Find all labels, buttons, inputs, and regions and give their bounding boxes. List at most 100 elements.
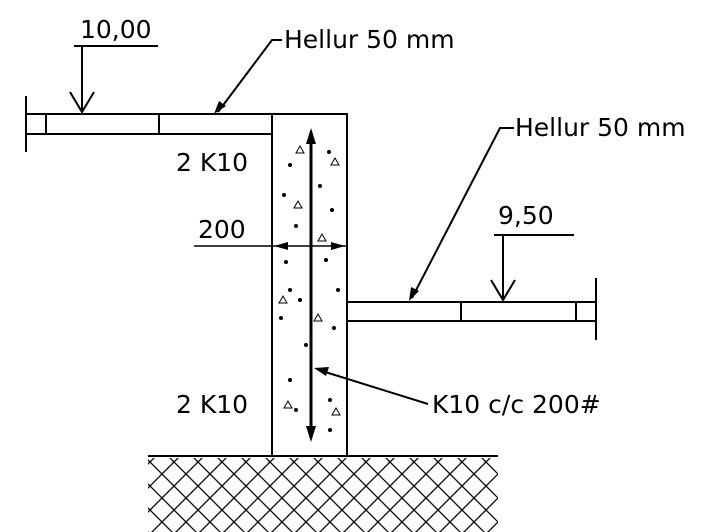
- hatch-line: [28, 456, 108, 532]
- upper-slab-label: Hellur 50 mm: [284, 25, 455, 54]
- stirrups-label: K10 c/c 200#: [432, 390, 601, 419]
- hatch-line: [361, 458, 437, 532]
- lower-level-arrowhead: [490, 279, 516, 302]
- ground-hatch: [0, 455, 656, 532]
- hatch-line: [319, 458, 395, 532]
- hatch-line: [148, 458, 179, 489]
- hatch-line: [169, 458, 245, 532]
- hatch-line: [148, 458, 203, 513]
- aggregate-stone: [317, 232, 327, 242]
- hatch-line: [385, 458, 461, 532]
- upper-slab: [25, 96, 272, 152]
- rebar-bottom-arrow: [306, 426, 316, 442]
- hatch-line: [391, 458, 467, 532]
- aggregate-dot: [288, 378, 292, 382]
- lower-slab-leader-arrow: [409, 287, 419, 301]
- hatch-line: [48, 456, 128, 532]
- hatch-line: [148, 531, 149, 532]
- aggregate-dot: [279, 316, 283, 320]
- aggregate-dot: [288, 163, 292, 167]
- hatch-line: [487, 521, 498, 532]
- upper-level-label: 10,00: [80, 15, 152, 44]
- aggregate-dot: [330, 208, 334, 212]
- hatch-line: [433, 458, 498, 523]
- hatch-line: [528, 456, 608, 532]
- aggregate-stone: [330, 156, 340, 166]
- aggregate-stone: [295, 144, 305, 154]
- aggregate-dot: [332, 326, 336, 330]
- aggregate-dot: [298, 298, 302, 302]
- hatch-line: [265, 458, 341, 532]
- hatch-line: [148, 459, 221, 532]
- hatch-line: [148, 507, 173, 532]
- aggregate-dot: [318, 184, 322, 188]
- soil-hatch-pattern: [0, 456, 656, 532]
- hatch-line: [552, 456, 632, 532]
- hatch-line: [148, 458, 155, 465]
- aggregate-dot: [328, 398, 332, 402]
- hatch-line: [313, 458, 389, 532]
- upper-slab-callout: Hellur 50 mm: [214, 25, 455, 114]
- rebar-top-arrow: [306, 128, 316, 144]
- aggregate-dot: [327, 150, 331, 154]
- aggregate-stone: [283, 399, 293, 409]
- hatch-line: [223, 458, 299, 532]
- hatch-line: [151, 458, 227, 532]
- aggregate-stone: [313, 312, 323, 322]
- aggregate-dot: [294, 408, 298, 412]
- upper-slab-leader-arrow: [214, 101, 226, 114]
- lower-level-marker: 9,50: [490, 201, 574, 302]
- wall-outline: [271, 113, 348, 456]
- aggregate-dot: [284, 260, 288, 264]
- hatch-line: [175, 458, 251, 532]
- aggregate-stone: [293, 199, 303, 209]
- concrete-speckles: [278, 144, 341, 432]
- hatch-line: [52, 456, 132, 532]
- hatch-line: [4, 456, 84, 532]
- hatch-line: [337, 458, 413, 532]
- hatch-line: [247, 458, 323, 532]
- lower-level-label: 9,50: [498, 201, 554, 230]
- hatch-line: [508, 456, 588, 532]
- aggregate-dot: [336, 288, 340, 292]
- stirrups-callout: K10 c/c 200#: [314, 367, 601, 419]
- hatch-line: [0, 456, 60, 532]
- hatch-line: [217, 458, 293, 532]
- concrete-wall: [271, 113, 348, 456]
- aggregate-dot: [304, 343, 308, 347]
- hatch-line: [148, 483, 197, 532]
- hatch-line: [576, 456, 656, 532]
- hatch-line: [504, 456, 584, 532]
- lower-slab-leader: [411, 127, 514, 299]
- hatch-line: [343, 458, 419, 532]
- stirrups-leader-arrow: [314, 367, 329, 376]
- aggregate-dot: [288, 288, 292, 292]
- upper-level-arrowhead: [69, 91, 95, 114]
- aggregate-stone: [331, 406, 341, 416]
- hatch-line: [271, 458, 347, 532]
- lower-slab-label: Hellur 50 mm: [515, 113, 686, 142]
- top-rebar-label: 2 K10: [176, 148, 248, 177]
- aggregate-dot: [294, 224, 298, 228]
- hatch-line: [289, 458, 365, 532]
- bottom-rebar-label: 2 K10: [176, 390, 248, 419]
- hatch-line: [481, 458, 498, 475]
- hatch-line: [193, 458, 269, 532]
- hatch-line: [439, 473, 498, 532]
- hatch-line: [409, 458, 485, 532]
- dimension-arrow-right: [331, 242, 345, 250]
- lower-slab-callout: Hellur 50 mm: [409, 113, 686, 301]
- aggregate-stone: [278, 294, 288, 304]
- hatch-line: [463, 497, 498, 532]
- aggregate-dot: [328, 428, 332, 432]
- lower-slab: [347, 278, 597, 340]
- hatch-line: [199, 458, 275, 532]
- hatch-line: [415, 458, 491, 532]
- hatch-line: [367, 458, 443, 532]
- stirrups-leader: [321, 370, 429, 405]
- aggregate-dot: [324, 258, 328, 262]
- upper-level-marker: 10,00: [69, 15, 158, 114]
- wall-thickness-dimension: 200: [194, 215, 347, 250]
- hatch-line: [457, 458, 498, 499]
